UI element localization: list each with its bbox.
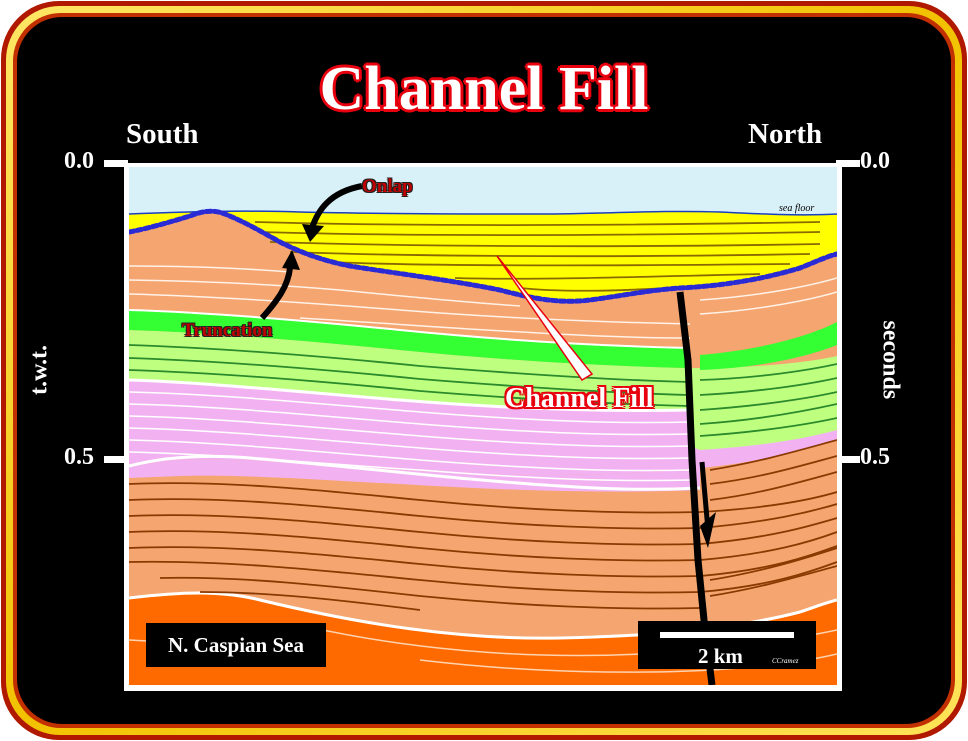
scale-bar xyxy=(660,632,794,638)
seismic-section xyxy=(129,167,837,685)
time-axis-label-left: t.w.t. xyxy=(26,345,53,395)
location-label: N. Caspian Sea xyxy=(168,633,304,657)
scale-box xyxy=(638,621,816,669)
sea-floor-label: sea floor xyxy=(779,203,815,214)
channel-fill-pointer xyxy=(496,255,594,382)
onlap-arrow xyxy=(302,183,363,242)
time-tick-left-top: 0.0 xyxy=(64,148,94,174)
scale-label: 2 km xyxy=(698,644,743,668)
time-tick-right-middle: 0.5 xyxy=(860,444,890,470)
truncation-arrow xyxy=(259,250,300,320)
direction-label-south: South xyxy=(126,118,199,150)
time-tick-right-top: 0.0 xyxy=(860,148,890,174)
location-box xyxy=(146,623,326,667)
diagram-title: Channel Fill xyxy=(319,55,649,123)
onlap-label: Onlap xyxy=(362,176,413,197)
time-tick-marks xyxy=(104,160,860,463)
time-axis-label-right: seconds xyxy=(877,320,904,400)
truncation-label: Truncation xyxy=(182,320,273,341)
channel-fill-label: Channel Fill xyxy=(505,383,654,414)
author-credit: CCramez xyxy=(772,657,799,665)
time-tick-left-middle: 0.5 xyxy=(64,444,94,470)
direction-label-north: North xyxy=(748,118,823,150)
